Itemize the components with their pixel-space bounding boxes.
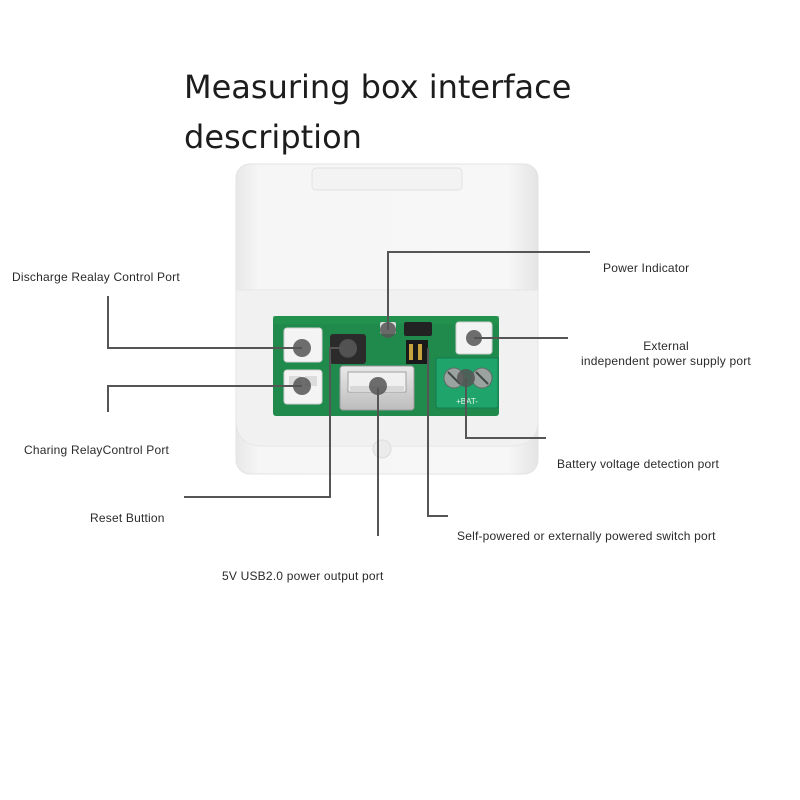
callout-leader-lines — [107, 251, 590, 536]
dot-power-indicator — [380, 322, 396, 338]
leader-discharge-relay — [107, 296, 302, 349]
callout-dots — [293, 322, 482, 395]
label-usb-output-port: 5V USB2.0 power output port — [222, 569, 384, 583]
label-external-power-line-2: independent power supply port — [581, 354, 751, 368]
dot-discharge-relay — [293, 339, 311, 357]
dot-charging-relay — [293, 377, 311, 395]
label-external-power-port: External independent power supply port — [566, 339, 766, 369]
label-discharge-relay-port: Discharge Realay Control Port — [12, 270, 180, 284]
dot-battery-voltage — [457, 369, 475, 387]
label-charging-relay-port: Charing RelayControl Port — [24, 443, 170, 457]
label-power-indicator: Power Indicator — [603, 261, 690, 275]
dot-usb-output — [369, 377, 387, 395]
diagram-title: Measuring box interface description — [184, 62, 571, 162]
diagram-title-line-1: Measuring box interface — [184, 68, 572, 106]
label-battery-voltage-port: Battery voltage detection port — [557, 457, 720, 471]
label-external-power-line-1: External — [643, 339, 689, 353]
dot-reset-button — [339, 339, 357, 357]
leader-battery-voltage — [465, 378, 546, 439]
label-power-switch-port: Self-powered or externally powered switc… — [457, 529, 716, 543]
diagram-title-line-2: description — [184, 118, 362, 156]
leader-charging-relay — [107, 385, 302, 412]
label-reset-button: Reset Buttion — [90, 511, 165, 525]
leader-power-switch — [427, 348, 448, 517]
terminal-marking: +BAT- — [456, 397, 478, 406]
power-switch-jumper — [404, 322, 432, 364]
dot-external-power — [466, 330, 482, 346]
leader-power-indicator — [387, 251, 590, 330]
